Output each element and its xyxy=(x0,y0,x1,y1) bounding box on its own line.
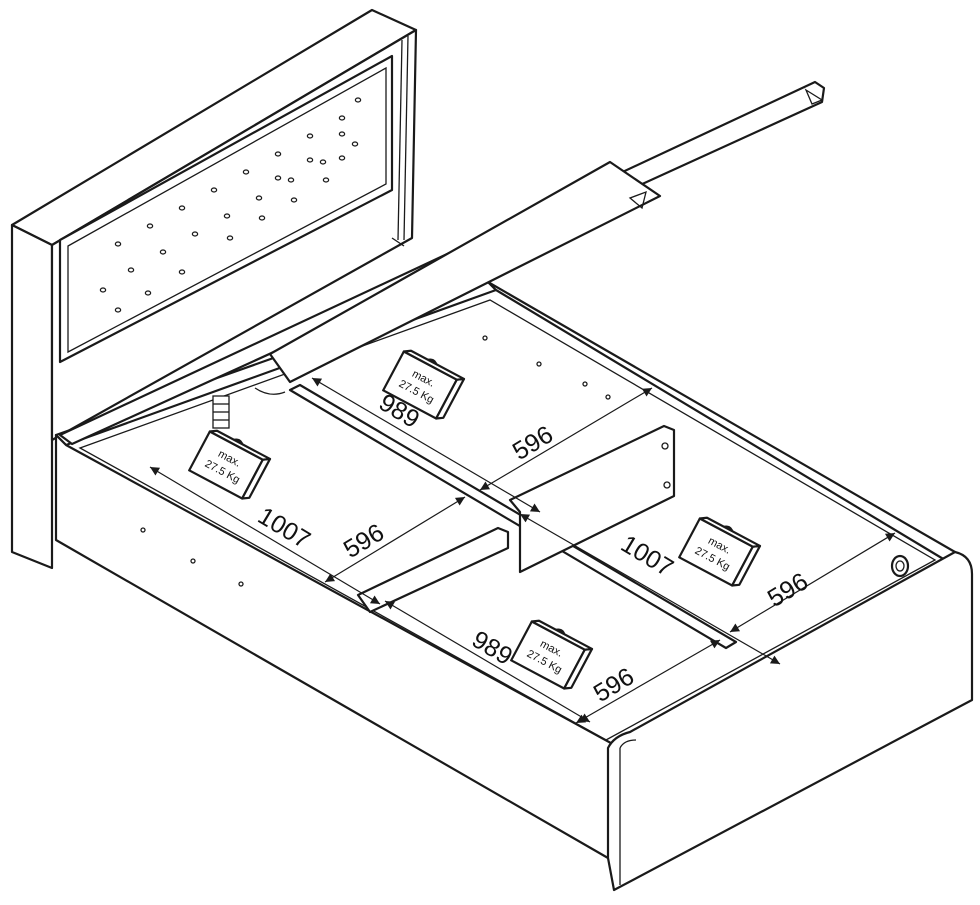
tufting-button xyxy=(306,133,314,139)
tufting-button xyxy=(114,307,122,313)
tufting-button xyxy=(114,241,122,247)
lift-mechanism-bracket xyxy=(212,387,286,429)
headboard-tufting-buttons xyxy=(99,97,362,313)
tufting-button xyxy=(319,159,327,165)
lock-knob xyxy=(890,554,910,578)
tufting-button xyxy=(255,195,263,201)
tufting-button xyxy=(178,269,186,275)
tufting-button xyxy=(322,177,330,183)
raised-lid xyxy=(58,80,826,446)
tufting-button xyxy=(191,231,199,237)
tufting-button xyxy=(223,213,231,219)
dimension-label-head-left-width: 596 xyxy=(339,518,389,563)
tufting-button xyxy=(127,267,135,273)
dimension-label-foot-right-width: 596 xyxy=(763,567,813,612)
dimension-label-foot-left-width: 596 xyxy=(589,662,639,707)
tufting-button xyxy=(306,157,314,163)
tufting-button xyxy=(351,141,359,147)
dimension-line-foot-left-width xyxy=(575,639,721,724)
load-limit-icons: max.27.5 Kg max.27.5 Kg max.27.5 Kg max.27.… xyxy=(188,349,762,690)
bag-top xyxy=(530,619,594,651)
headboard-tufted-panel xyxy=(58,54,394,364)
tufting-button xyxy=(338,115,346,121)
tufting-button xyxy=(287,177,295,183)
tufting-button xyxy=(144,290,152,296)
max-load-bag-icon: max.27.5 Kg xyxy=(188,429,272,500)
tufting-button xyxy=(242,169,250,175)
max-load-bag-icon: max.27.5 Kg xyxy=(678,516,762,587)
tufting-button xyxy=(178,205,186,211)
max-load-bag-icon: max.27.5 Kg xyxy=(510,619,594,690)
dimension-line-foot-right-length xyxy=(519,513,781,665)
bag-top xyxy=(208,429,272,461)
tufting-button xyxy=(290,197,298,203)
tufting-button xyxy=(99,287,107,293)
dimension-lines xyxy=(149,377,896,724)
bag-top xyxy=(402,349,466,381)
tufting-button xyxy=(159,249,167,255)
dimension-line-head-right-width xyxy=(479,387,653,491)
max-load-bag-icon: max.27.5 Kg xyxy=(382,349,466,420)
dimension-label-foot-left-length: 989 xyxy=(467,625,517,670)
tufting-button xyxy=(146,223,154,229)
tufting-button xyxy=(274,151,282,157)
tufting-button xyxy=(258,215,266,221)
dimension-line-foot-right-width xyxy=(729,532,896,633)
tufting-button xyxy=(354,97,362,103)
tufting-button xyxy=(274,175,282,181)
dimension-label-head-right-width: 596 xyxy=(508,420,558,465)
tufting-button xyxy=(210,187,218,193)
tufting-button xyxy=(338,131,346,137)
bag-top xyxy=(698,516,762,548)
tufting-button xyxy=(226,235,234,241)
dimension-line-foot-left-length xyxy=(384,600,591,723)
tufting-button xyxy=(338,155,346,161)
